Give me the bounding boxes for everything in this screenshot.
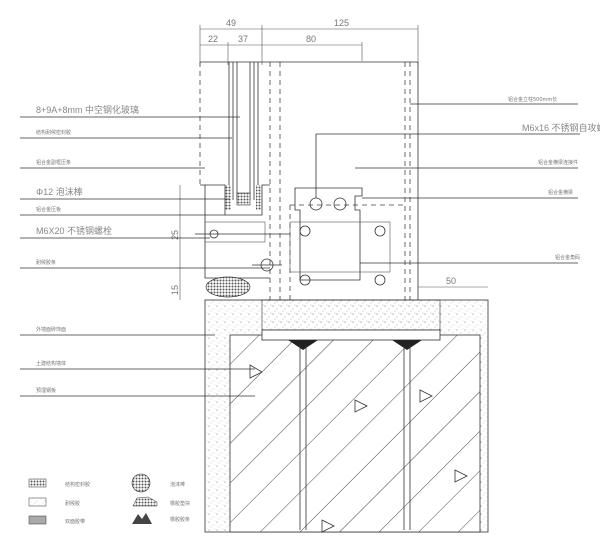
label-glass: 8+9A+8mm 中空钢化玻璃 <box>36 104 139 115</box>
label-transom-connector: 铝合金横梁连接件 <box>538 159 578 166</box>
dim-125: 125 <box>334 18 349 28</box>
legend: 结构密封胶 耐候胶 双面胶带 泡沫棒 橡胶垫块 橡胶胶条 <box>28 473 190 525</box>
label-angle-bracket: 铝合金角码 <box>555 254 580 261</box>
right-annotations: 铝合金立柱500mm长 M6x16 不锈钢自攻螺钉 铝合金横梁连接件 铝合金横梁… <box>316 96 600 264</box>
insulated-glass <box>225 62 262 210</box>
label-foam-rod: Φ12 泡沫棒 <box>36 186 83 197</box>
left-annotations: 8+9A+8mm 中空钢化玻璃 结构耐候密封胶 铝合金副框压条 Φ12 泡沫棒 … <box>20 104 270 397</box>
label-transom: 铝合金横梁 <box>548 189 573 196</box>
rubber-block-icon <box>132 496 158 507</box>
fine-hatch-swatch-icon <box>28 515 47 525</box>
label-structure-wall: 土建结构墙体 <box>36 360 66 367</box>
label-mullion: 铝合金立柱500mm长 <box>508 96 557 103</box>
legend-label: 结构密封胶 <box>65 481 90 488</box>
dimension-lines <box>179 25 488 300</box>
dim-22: 22 <box>208 34 218 44</box>
transom-bracket <box>289 134 391 286</box>
legend-label: 橡胶胶条 <box>170 516 190 523</box>
label-subframe: 铝合金副框压条 <box>36 159 71 166</box>
label-sealant: 结构耐候密封胶 <box>36 129 71 136</box>
concrete-structure <box>204 299 489 533</box>
dim-25: 25 <box>170 230 180 240</box>
label-bolt: M6X20 不锈钢螺栓 <box>36 225 112 236</box>
dim-50: 50 <box>446 276 456 286</box>
label-pressure-plate: 铝合金压板 <box>36 206 61 213</box>
legend-label: 橡胶垫块 <box>170 500 190 507</box>
dim-80: 80 <box>306 34 316 44</box>
dim-15: 15 <box>170 285 180 295</box>
label-embed-plate: 预埋钢板 <box>36 387 56 394</box>
rubber-strip-icon <box>132 513 152 524</box>
dim-49: 49 <box>226 18 236 28</box>
crosshatch-swatch-icon <box>28 478 47 488</box>
label-tile-finish: 外墙面砖饰面 <box>36 326 66 333</box>
legend-label: 泡沫棒 <box>170 481 185 488</box>
label-screw: M6x16 不锈钢自攻螺钉 <box>522 122 600 133</box>
legend-label: 双面胶带 <box>65 518 85 525</box>
label-gasket: 耐候胶条 <box>36 259 56 266</box>
foam-rod-icon <box>131 473 151 493</box>
pressure-plate-assembly <box>195 184 290 298</box>
dim-37: 37 <box>238 34 248 44</box>
stipple-swatch-icon <box>28 497 47 507</box>
legend-label: 耐候胶 <box>65 500 80 507</box>
